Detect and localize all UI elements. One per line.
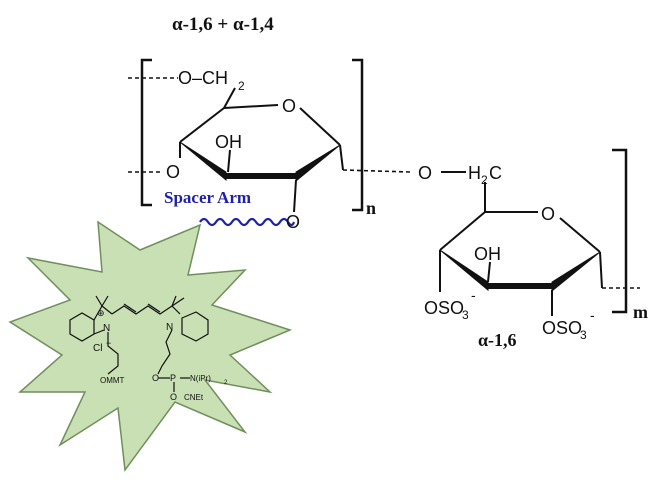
top-linkage-title: α-1,6 + α-1,4 bbox=[172, 14, 274, 35]
diisopropylamino-label: N(iPr) bbox=[190, 374, 211, 383]
spacer-oxygen: O bbox=[286, 212, 300, 232]
h2c-c: C bbox=[489, 163, 502, 183]
oso3-left: OSO bbox=[424, 298, 464, 318]
oso3-right-charge: - bbox=[590, 307, 595, 323]
h2c-h: H bbox=[468, 163, 481, 183]
c1-bond bbox=[339, 144, 344, 171]
bond bbox=[93, 305, 103, 321]
h2c-subscript: 2 bbox=[481, 173, 488, 187]
bond bbox=[93, 329, 105, 335]
chloride-charge: − bbox=[106, 338, 111, 348]
c3-oh-bond bbox=[227, 149, 231, 173]
left-glucose-unit bbox=[128, 58, 411, 227]
ch2-subscript: 2 bbox=[238, 79, 245, 93]
diisopropylamino-sub: 2 bbox=[224, 380, 228, 386]
bond bbox=[171, 305, 181, 315]
left-oh-label: OH bbox=[215, 132, 242, 152]
plus-charge: ⊕ bbox=[97, 308, 105, 318]
right-ring-oxygen: O bbox=[541, 204, 555, 224]
right-n-chain bbox=[157, 329, 173, 375]
double-bond bbox=[147, 303, 161, 313]
o-ch2-label: O–CH bbox=[178, 68, 228, 88]
left-bracket-close bbox=[352, 58, 364, 212]
cyanine-dye-structure bbox=[69, 295, 209, 392]
ring-bond bbox=[439, 211, 486, 251]
dye-burst-background bbox=[8, 220, 293, 472]
ring-wedge-right bbox=[551, 251, 601, 293]
ommt-label: OMMT bbox=[100, 376, 125, 385]
right-bracket-close bbox=[612, 148, 628, 314]
left-unit-labels: O–CH 2 O OH O O n bbox=[166, 68, 376, 232]
right-glucose-unit bbox=[439, 148, 640, 316]
ring-bond bbox=[559, 217, 601, 253]
right-linkage-label: α-1,6 bbox=[478, 330, 517, 350]
double-bond bbox=[123, 303, 137, 313]
dye-oxygen-2: O bbox=[170, 392, 177, 402]
methyl bbox=[101, 295, 109, 307]
left-bracket-open bbox=[140, 58, 152, 207]
phosphorus-label: P bbox=[170, 373, 176, 383]
oso3-left-sub: 3 bbox=[462, 308, 469, 322]
cyanoethyl-label: CNEt bbox=[184, 393, 204, 402]
bond bbox=[101, 305, 113, 315]
polymethine-chain bbox=[111, 305, 173, 315]
repeat-m-label: m bbox=[633, 302, 648, 322]
dye-right-n: N bbox=[166, 322, 173, 333]
ring-bond bbox=[223, 104, 279, 109]
left-n-chain bbox=[107, 332, 119, 375]
repeat-n-label: n bbox=[366, 198, 376, 218]
methyl bbox=[171, 295, 177, 307]
dye-oxygen-1: O bbox=[152, 373, 159, 383]
ring-bond bbox=[299, 107, 341, 146]
ring-bond bbox=[179, 107, 225, 143]
oso3-right: OSO bbox=[542, 318, 582, 338]
link-oxygen: O bbox=[418, 163, 432, 183]
cyanine-dye-labels: ⊕ N N Cl − OMMT O P N(iPr) 2 O CNEt bbox=[93, 308, 228, 402]
ch2-bond bbox=[223, 87, 236, 109]
methyl bbox=[95, 295, 103, 307]
dye-left-n: N bbox=[103, 323, 110, 334]
spacer-arm-label: Spacer Arm bbox=[164, 188, 251, 207]
chloride-label: Cl bbox=[93, 343, 102, 354]
c2-o-bond bbox=[293, 179, 297, 213]
right-unit-labels: O H 2 C O OH OSO 3 - OSO 3 - m α-1,6 bbox=[418, 163, 648, 350]
methyl bbox=[171, 297, 185, 307]
ring-wedge-right bbox=[295, 144, 341, 183]
c1-bond bbox=[599, 251, 603, 289]
left-ring-oxygen: O bbox=[282, 96, 296, 116]
spacer-arm-wave bbox=[199, 217, 296, 227]
oso3-right-sub: 3 bbox=[580, 328, 587, 342]
left-ring-o4: O bbox=[166, 162, 180, 182]
dashed-bond-link bbox=[342, 169, 411, 173]
c3-oh-bond bbox=[487, 261, 491, 283]
right-benzene-ring bbox=[181, 311, 209, 342]
oso3-left-charge: - bbox=[471, 287, 476, 303]
right-oh-label: OH bbox=[474, 244, 501, 264]
